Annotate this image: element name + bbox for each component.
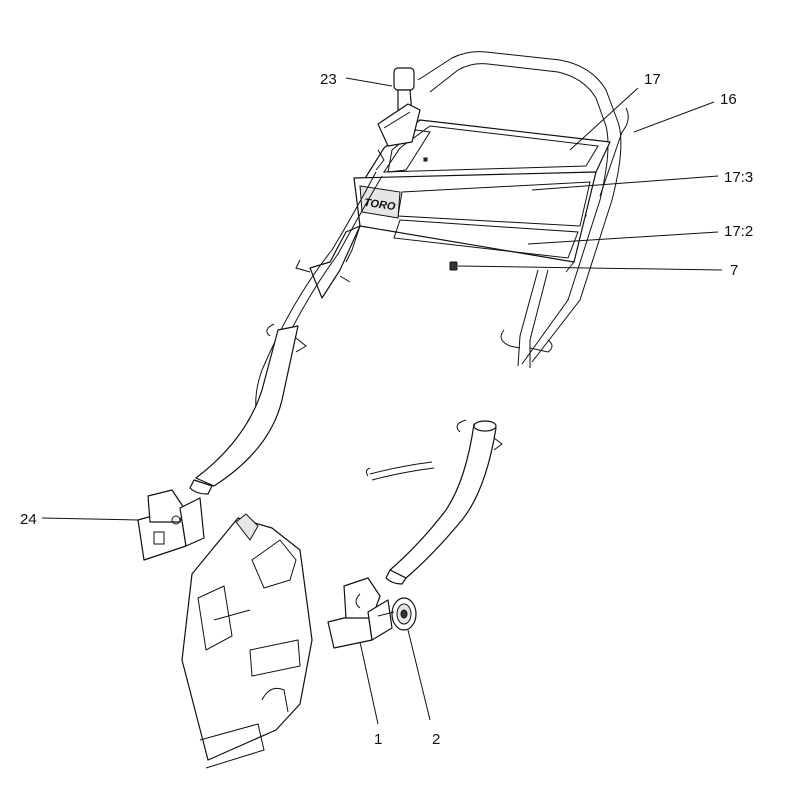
leader-17-3	[531, 175, 719, 191]
leader-1	[359, 641, 379, 725]
knob-2	[377, 597, 417, 631]
callout-2: 2	[432, 731, 440, 748]
right-handle-tube	[500, 269, 553, 368]
control-panel: TORO	[345, 119, 611, 273]
leader-17-2	[527, 231, 719, 245]
leader-17	[569, 87, 639, 151]
leader-lines	[41, 77, 723, 725]
leader-7	[457, 265, 723, 271]
callout-24: 24	[20, 511, 37, 528]
callout-1: 1	[374, 731, 382, 748]
bracket-1	[327, 577, 393, 649]
callout-23: 23	[320, 71, 337, 88]
leader-16	[633, 101, 715, 133]
screw-7	[449, 261, 458, 271]
callout-16: 16	[720, 91, 737, 108]
leader-2	[407, 629, 431, 721]
leader-23	[345, 77, 393, 87]
callout-17: 17	[644, 71, 661, 88]
right-lower-tube	[385, 419, 503, 585]
callout-7: 7	[730, 262, 738, 279]
bracket-24	[137, 489, 205, 561]
control-lever	[375, 67, 421, 171]
left-handle-tube	[189, 171, 383, 495]
callout-17-3: 17:3	[724, 169, 753, 186]
callout-17-2: 17:2	[724, 223, 753, 240]
brand-logo: TORO	[363, 197, 396, 213]
callout-labels: 23 17 16 17:3 17:2 7 24 1 2	[20, 71, 753, 748]
leader-24	[41, 517, 139, 521]
spring-cable	[365, 461, 435, 481]
rear-cover	[181, 513, 313, 769]
